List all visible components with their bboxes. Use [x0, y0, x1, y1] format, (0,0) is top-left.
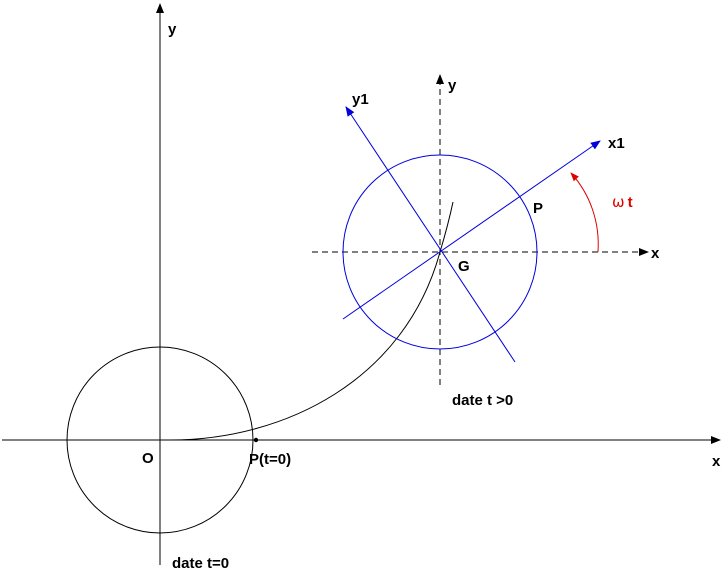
- label-y1: y1: [352, 91, 369, 108]
- label-date-later: date t >0: [452, 392, 513, 409]
- label-origin: O: [142, 450, 154, 467]
- label-angle-omega: ω: [612, 193, 625, 211]
- label-point-initial: P(t=0): [249, 451, 291, 468]
- label-y-local: y: [448, 77, 457, 94]
- label-date-initial: date t=0: [172, 555, 229, 572]
- wheel-moving: [342, 154, 538, 350]
- rotating-x1-axis: [342, 140, 601, 320]
- label-center: G: [458, 258, 470, 275]
- point-initial-dot: [253, 437, 259, 443]
- angle-arc: [570, 172, 599, 253]
- label-y-main: y: [168, 21, 177, 38]
- wheel-initial: [66, 346, 254, 534]
- label-x-main: x: [712, 453, 721, 470]
- label-angle-t: t: [628, 194, 633, 211]
- label-point-moving: P: [533, 200, 543, 217]
- label-x1: x1: [608, 135, 625, 152]
- rotating-y1-axis: [345, 106, 516, 363]
- trajectory-curve: [169, 201, 454, 441]
- label-x-local: x: [651, 245, 660, 262]
